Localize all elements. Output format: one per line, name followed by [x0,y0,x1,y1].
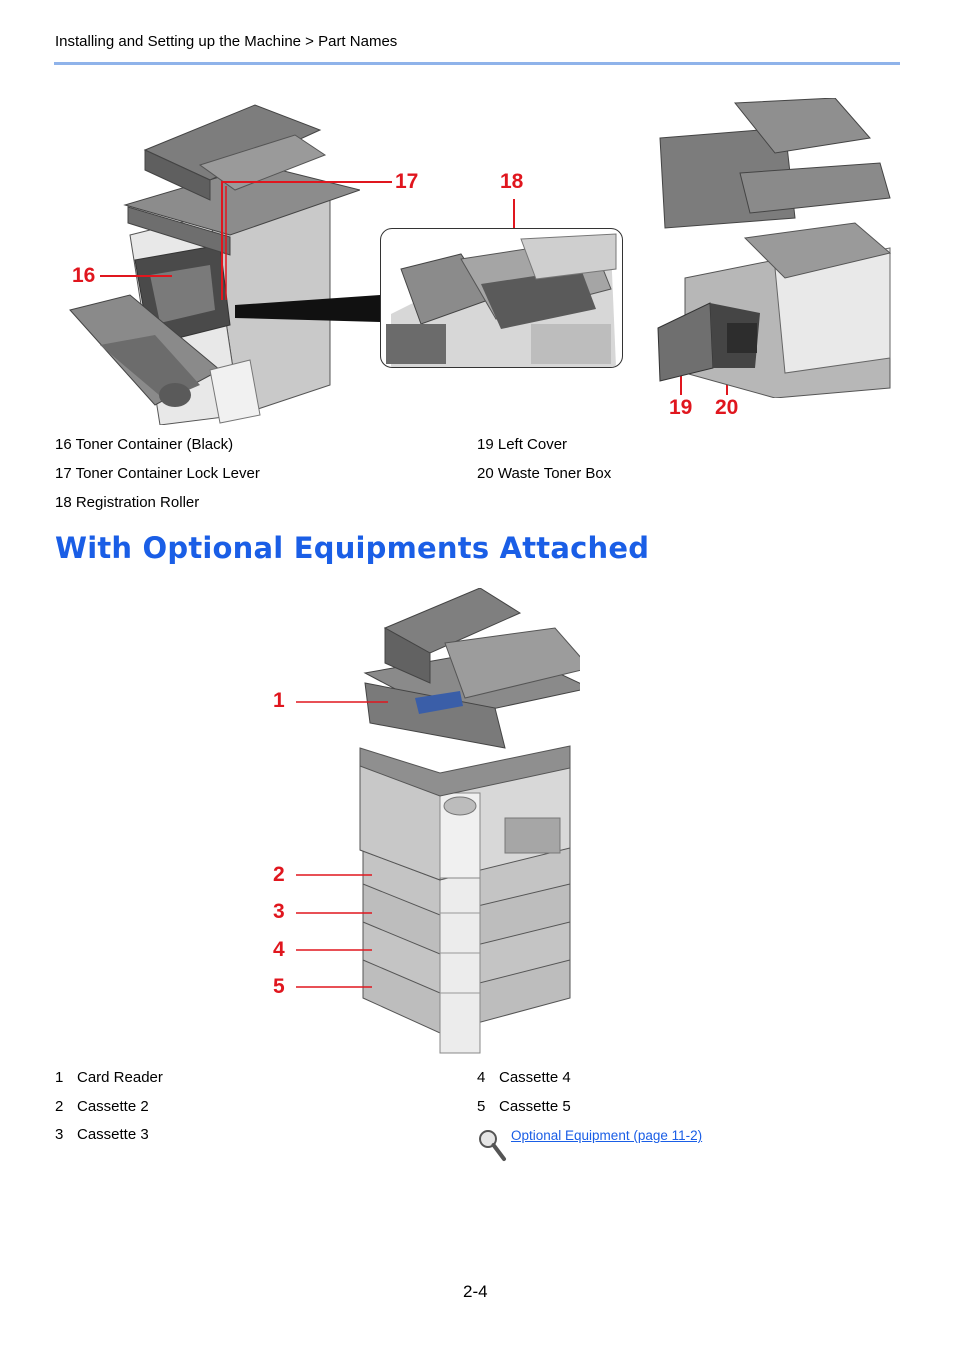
callout-16: 16 [72,264,96,287]
magnifier-icon [479,1130,506,1161]
legend-item-20: 20 Waste Toner Box [477,465,612,482]
callout-4: 4 [273,938,285,961]
callout-18: 18 [500,170,524,193]
callout-5: 5 [273,975,285,998]
legend-item-18: 18 Registration Roller [55,494,200,511]
callout-1: 1 [273,689,285,712]
printer-left-cover-open-illustration [657,98,892,398]
detail-zoom-box [380,228,623,368]
legend-item-17: 17 Toner Container Lock Lever [55,465,260,482]
callout-20: 20 [715,396,739,419]
legend-item-19: 19 Left Cover [477,436,568,453]
optional-equipment-link[interactable]: Optional Equipment (page 11-2) [511,1128,703,1143]
callout-19: 19 [669,396,693,419]
cassette-stack [362,842,571,1054]
page-number: 2-4 [463,1282,488,1301]
callout-leaders-figure2 [296,701,388,988]
legend-item-16: 16 Toner Container (Black) [55,436,234,453]
callout-3: 3 [273,900,285,923]
callout-2: 2 [273,863,285,886]
section-title: With Optional Equipments Attached [55,531,650,565]
callout-17: 17 [395,170,419,193]
registration-roller-detail-illustration [386,233,617,367]
header-rule [54,62,900,65]
breadcrumb: Installing and Setting up the Machine > … [55,33,398,50]
printer-with-cassettes-illustration [359,588,580,1054]
